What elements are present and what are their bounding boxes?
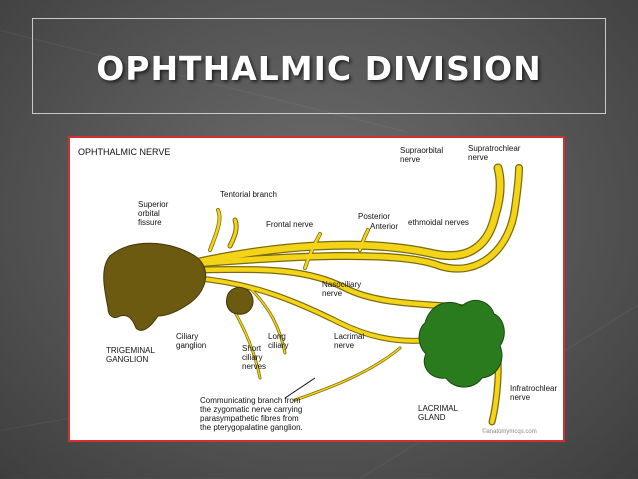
ethmoidal-nerves-label: ethmoidal nerves <box>408 218 469 227</box>
frontal-nerve-label: Frontal nerve <box>266 220 314 229</box>
nerve-diagram <box>103 163 523 426</box>
communicating-branch <box>293 346 402 402</box>
lacrimal-gland-label: LACRIMAL GLAND <box>418 404 459 422</box>
superior-orbital-fissure-label: Superior orbital fissure <box>138 200 169 227</box>
lacrimal-gland <box>418 299 505 388</box>
trigeminal-ganglion <box>103 242 207 331</box>
tentorial-branch-label: Tentorial branch <box>220 190 277 199</box>
ciliary-ganglion-label: Ciliary ganglion <box>176 332 207 350</box>
figure-heading: OPHTHALMIC NERVE <box>78 147 171 157</box>
ciliary-ganglion <box>225 287 254 315</box>
anatomy-figure: OPHTHALMIC NERVE Supraorbital nerve Supr… <box>68 136 565 442</box>
supratrochlear-label: Supratrochlear nerve <box>468 144 521 162</box>
lacrimal-nerve-label: Lacrimal nerve <box>334 332 365 350</box>
credit-label: ©anatomymcqs.com <box>482 429 537 435</box>
posterior-label: Posterior <box>358 212 391 221</box>
short-ciliary-nerves-label: Short ciliary nerves <box>242 344 267 371</box>
long-ciliary-label: Long ciliary <box>268 332 289 350</box>
pointer-arrow <box>284 377 316 399</box>
trigeminal-ganglion-label: TRIGEMINAL GANGLION <box>106 346 155 364</box>
title-frame: OPHTHALMIC DIVISION <box>32 18 606 114</box>
infratrochlear-nerve-label: Infratrochlear nerve <box>510 384 558 402</box>
communicating-branch-label: Communicating branch from the zygomatic … <box>200 396 303 432</box>
nasociliary-nerve-label: Nasociliary nerve <box>322 280 362 298</box>
anterior-label: Anterior <box>370 222 399 231</box>
supraorbital-nerve <box>185 163 505 269</box>
slide-title: OPHTHALMIC DIVISION <box>96 49 542 88</box>
supraorbital-label: Supraorbital nerve <box>400 146 444 164</box>
